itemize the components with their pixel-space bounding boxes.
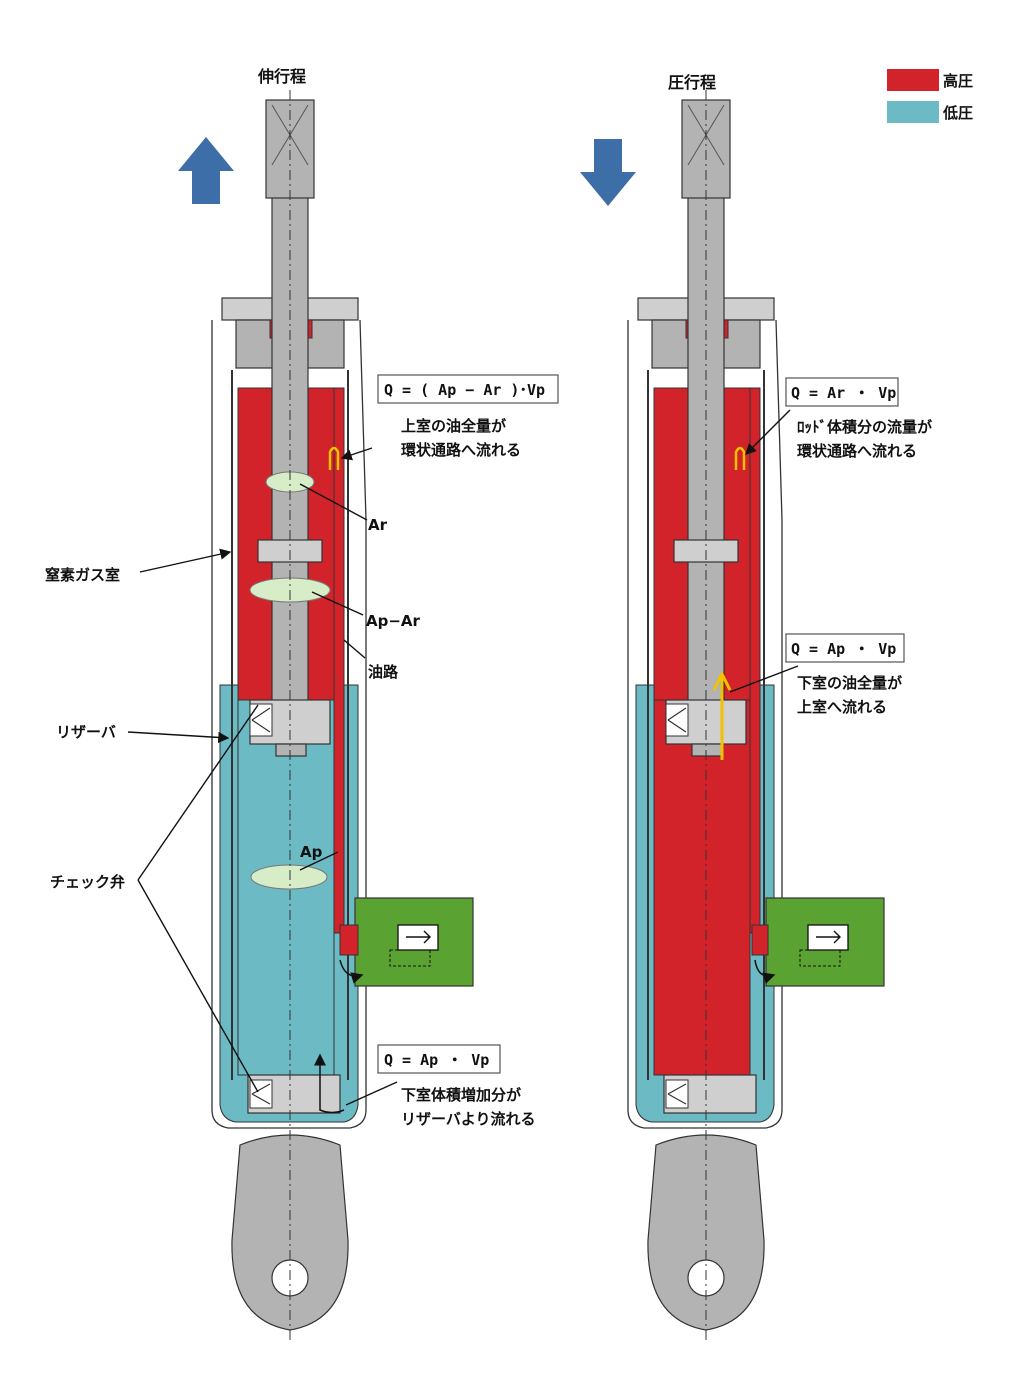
label-check-valve: チェック弁 (50, 873, 125, 891)
flow-out-arrow (339, 959, 364, 984)
compression-arrow-icon (580, 139, 636, 206)
oil-path-channel (749, 387, 761, 934)
right-eq-mid-box (785, 633, 905, 663)
label-reservoir: リザーバ (56, 723, 116, 741)
flow-annulus-arrow (328, 446, 340, 470)
right-damper (580, 90, 885, 1340)
outer-tube (211, 319, 367, 1129)
lower-chamber (653, 699, 751, 1076)
right-note-mid-1: 下室の油全量が (797, 674, 903, 692)
piston-flow-arrow (712, 670, 732, 760)
left-eq-bottom-box (377, 1044, 501, 1074)
oil-path-channel (333, 387, 345, 934)
side-port (339, 924, 359, 956)
left-eq-top: Q = ( Ap − Ar )･Vp (384, 381, 545, 399)
side-port (751, 924, 769, 956)
right-note-top-2: 環状通路へ流れる (797, 442, 917, 460)
compression-title: 圧行程 (668, 73, 716, 92)
left-eq-top-box (377, 374, 559, 404)
flow-annulus-arrow (734, 446, 746, 470)
left-note-top-1: 上室の油全量が (401, 417, 507, 435)
left-note-bottom-2: リザーバより流れる (401, 1110, 536, 1128)
piston-nut (275, 743, 307, 757)
label-ar: Ar (368, 516, 388, 534)
check-valve-upper (249, 703, 273, 737)
right-note-mid-2: 上室へ流れる (797, 698, 887, 716)
left-eq-bottom: Q = Ap ・ Vp (384, 1051, 489, 1069)
label-ap-ar: Ap−Ar (366, 612, 421, 630)
legend-low-swatch (887, 101, 939, 123)
label-nitrogen: 窒素ガス室 (45, 566, 120, 584)
right-eq-top-box (785, 377, 899, 407)
right-eq-top: Q = Ar ・ Vp (791, 384, 896, 402)
legend-high-swatch (887, 69, 939, 91)
legend-high-label: 高圧 (943, 72, 973, 90)
right-eq-mid: Q = Ap ・ Vp (791, 640, 896, 658)
outer-tube (627, 319, 783, 1129)
extension-arrow-icon (178, 137, 234, 204)
extension-title: 伸行程 (257, 67, 306, 86)
legend-low-label: 低圧 (942, 104, 973, 122)
area-ap (250, 864, 328, 890)
left-note-top-2: 環状通路へ流れる (401, 441, 521, 459)
label-ap: Ap (300, 843, 323, 861)
left-damper (127, 90, 474, 1340)
label-oil-path: 油路 (368, 663, 399, 681)
legend: 高圧 低圧 (887, 69, 973, 123)
reservoir-flow-arrow (314, 1053, 345, 1114)
left-note-bottom-1: 下室体積増加分が (401, 1086, 522, 1104)
right-note-top-1: ﾛｯﾄﾞ体積分の流量が (797, 418, 933, 436)
